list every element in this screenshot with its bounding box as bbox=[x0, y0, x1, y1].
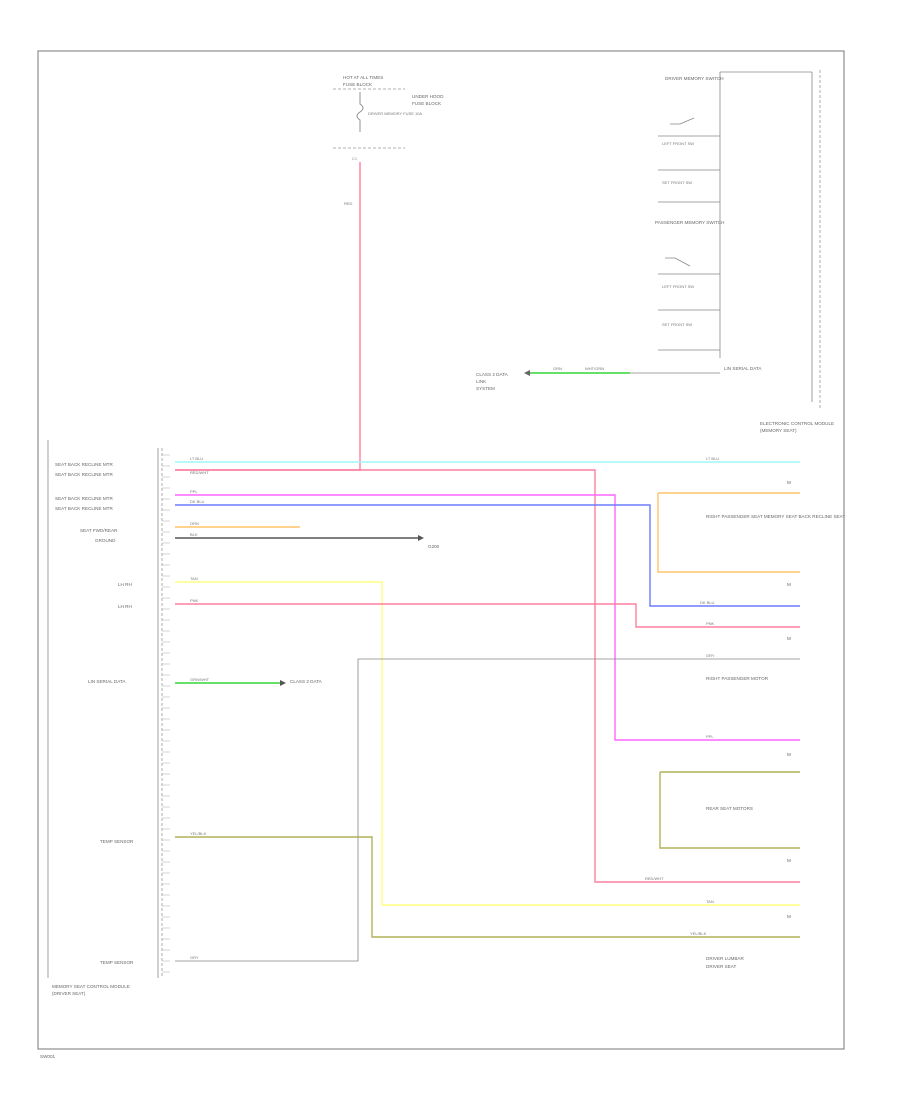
ground-arrow-icon bbox=[418, 535, 424, 541]
right-label-1: RIGHT PASSENGER SEAT MEMORY SEAT BACK RE… bbox=[706, 514, 845, 519]
left-label-1: SEAT BACK RECLINE MTR bbox=[55, 462, 113, 467]
right-wire-code-3: PPL bbox=[706, 734, 714, 739]
motor-icon-4: M bbox=[787, 752, 791, 757]
left-label-7: LH RH bbox=[118, 582, 132, 587]
switch-icon-2 bbox=[665, 257, 691, 267]
lin-right-label: LIN SERIAL DATA bbox=[724, 366, 762, 371]
fuse-icon bbox=[356, 92, 364, 132]
motor-icon-3: M bbox=[787, 636, 791, 641]
passenger-memory-switch-title: PASSENGER MEMORY SWITCH bbox=[655, 220, 724, 225]
fuse-desc-1: UNDER HOOD bbox=[412, 94, 444, 99]
wire-orange-right bbox=[657, 492, 800, 573]
lin-wire-code-2: WHT/GRN bbox=[585, 366, 604, 371]
wire-code-labels: LT BLU RED/WHT PPL DK BLU ORN BLK TAN PN… bbox=[190, 456, 719, 960]
wire-gray bbox=[175, 658, 800, 962]
switch-icon-1 bbox=[670, 117, 695, 125]
left-label-5: SEAT FWD/REAR bbox=[80, 528, 118, 533]
fuse-hot-label: HOT AT ALL TIMES bbox=[343, 75, 383, 80]
fuse-desc-2: FUSE BLOCK bbox=[412, 101, 442, 106]
fuse-pin: C1 bbox=[352, 156, 358, 161]
right-label-4: DRIVER LUMBAR bbox=[706, 956, 744, 961]
wire-code-5: ORN bbox=[190, 521, 199, 526]
left-label-10: TEMP SENSOR bbox=[100, 839, 134, 844]
wire-code-4: DK BLU bbox=[190, 499, 205, 504]
wires bbox=[175, 162, 800, 962]
motor-icon-6: M bbox=[787, 914, 791, 919]
switch-module-label: ELECTRONIC CONTROL MODULE bbox=[760, 421, 834, 426]
wire-pink bbox=[175, 603, 800, 628]
wire-code-7: TAN bbox=[190, 576, 198, 581]
left-label-6: GROUND bbox=[95, 538, 116, 543]
lin-left-label-1: CLASS 2 DATA bbox=[476, 372, 509, 377]
switch-label-1: LEFT FRONT SW bbox=[662, 141, 694, 146]
left-label-9: LIN SERIAL DATA bbox=[88, 679, 126, 684]
wire-code-11: GRY bbox=[190, 955, 199, 960]
switch-module-sub: (MEMORY SEAT) bbox=[760, 428, 797, 433]
right-component-labels: RIGHT PASSENGER SEAT MEMORY SEAT BACK RE… bbox=[706, 514, 845, 969]
seat-control-module: MEMORY SEAT CONTROL MODULE (DRIVER SEAT)… bbox=[47, 440, 170, 996]
switch-label-2: SET FRONT SW bbox=[662, 180, 692, 185]
lin-left-label-2: LINK bbox=[476, 379, 487, 384]
wire-code-2: RED/WHT bbox=[190, 470, 209, 475]
wire-olive-right bbox=[659, 771, 800, 849]
left-label-8: LH RH bbox=[118, 604, 132, 609]
switch-label-4: SET FRONT SW bbox=[662, 322, 692, 327]
wire-red-main bbox=[175, 469, 800, 883]
module-label-2: (DRIVER SEAT) bbox=[52, 991, 86, 996]
right-label-2: RIGHT PASSENGER MOTOR bbox=[706, 676, 769, 681]
right-wire-code-8: PNK bbox=[706, 621, 715, 626]
lin-wire-code-1: GRN bbox=[553, 366, 562, 371]
fuse-rating-label: DRIVER MEMORY FUSE 10A bbox=[368, 111, 422, 116]
fuse-block-label: FUSE BLOCK bbox=[343, 82, 373, 87]
lin-left-label-3: SYSTEM bbox=[476, 386, 495, 391]
right-wire-code-10: YEL/BLK bbox=[690, 931, 707, 936]
wire-code-10: YEL/BLK bbox=[190, 831, 207, 836]
left-label-4: SEAT BACK RECLINE MTR bbox=[55, 506, 113, 511]
wire-code-6: BLK bbox=[190, 532, 198, 537]
fuse-wire-color: RED bbox=[344, 201, 353, 206]
wire-code-3: PPL bbox=[190, 489, 198, 494]
wire-code-8: PNK bbox=[190, 598, 199, 603]
right-wire-code-1: LT BLU bbox=[706, 456, 719, 461]
motor-icon-5: M bbox=[787, 858, 791, 863]
module-label-1: MEMORY SEAT CONTROL MODULE bbox=[52, 984, 130, 989]
diagram-border bbox=[37, 50, 845, 1050]
wire-blue bbox=[175, 504, 800, 607]
right-wire-code-2: RED/WHT bbox=[645, 876, 664, 881]
wire-code-1: LT BLU bbox=[190, 456, 203, 461]
green-arrow-icon bbox=[280, 680, 286, 686]
right-wire-code-4: DK BLU bbox=[700, 600, 715, 605]
top-fuse-block: HOT AT ALL TIMES FUSE BLOCK UNDER HOOD F… bbox=[333, 75, 444, 206]
right-wire-code-11: GRY bbox=[706, 653, 715, 658]
left-label-2: SEAT BACK RECLINE MTR bbox=[55, 472, 113, 477]
wire-yellow bbox=[175, 581, 800, 906]
switch-label-3: LEFT FRONT SW bbox=[662, 284, 694, 289]
right-wire-code-7: TAN bbox=[706, 899, 714, 904]
motor-icon-1: M bbox=[787, 480, 791, 485]
left-label-3: SEAT BACK RECLINE MTR bbox=[55, 496, 113, 501]
lin-arrow-icon bbox=[524, 370, 530, 376]
wire-code-9: GRN/WHT bbox=[190, 677, 210, 682]
wire-olive bbox=[175, 836, 800, 938]
motor-symbols: M M M M M M bbox=[787, 480, 791, 919]
driver-memory-switch-title: DRIVER MEMORY SWITCH bbox=[665, 76, 724, 81]
right-label-3: REAR SEAT MOTORS bbox=[706, 806, 753, 811]
ground-destination: G200 bbox=[428, 544, 440, 549]
wire-red-fuse bbox=[175, 162, 361, 471]
memory-switch-panel: DRIVER MEMORY SWITCH LEFT FRONT SW SET F… bbox=[476, 70, 834, 433]
right-label-5: DRIVER SEAT bbox=[706, 964, 736, 969]
diagram-footer-code: SW001 bbox=[40, 1054, 56, 1059]
wire-magenta bbox=[175, 494, 800, 741]
pin-numbers bbox=[162, 454, 170, 973]
green-destination: CLASS 2 DATA bbox=[290, 679, 323, 684]
motor-icon-2: M bbox=[787, 582, 791, 587]
left-label-11: TEMP SENSOR bbox=[100, 960, 134, 965]
